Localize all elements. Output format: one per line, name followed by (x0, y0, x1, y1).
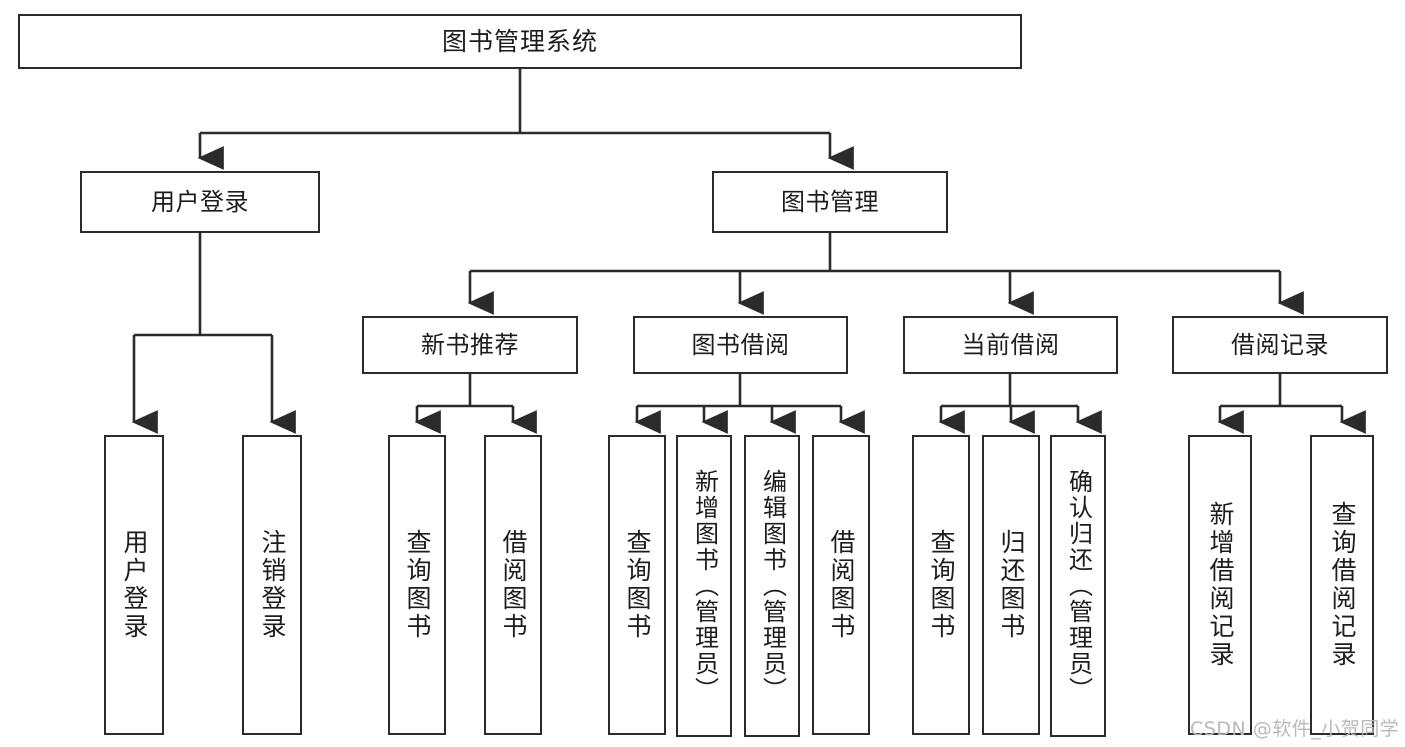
leaf-node[interactable]: 查询图书 (388, 435, 446, 735)
watermark-text: CSDN @软件_小贺同学 (1190, 718, 1400, 740)
node-root-system-label: 图书管理系统 (441, 27, 598, 56)
leaf-node-label: 注销登录 (258, 529, 287, 641)
leaf-node-label: 确认归还（管理员） (1064, 469, 1093, 703)
leaf-node-label: 借阅图书 (827, 529, 856, 641)
leaf-node[interactable]: 归还图书 (982, 435, 1040, 735)
node-user-login-label: 用户登录 (151, 188, 249, 216)
leaf-node[interactable]: 注销登录 (242, 435, 302, 735)
leaf-node-label: 新增图书（管理员） (690, 469, 719, 703)
leaf-node[interactable]: 查询借阅记录 (1310, 435, 1374, 735)
leaf-node[interactable]: 用户登录 (104, 435, 164, 735)
leaf-node-label: 借阅图书 (499, 529, 528, 641)
leaf-node-label: 查询图书 (623, 529, 652, 641)
node-user-login[interactable]: 用户登录 (80, 171, 320, 233)
leaf-node[interactable]: 编辑图书（管理员） (744, 435, 800, 737)
node-book-borrow[interactable]: 图书借阅 (633, 316, 848, 374)
leaf-node-label: 编辑图书（管理员） (758, 469, 787, 703)
node-current-borrow-label: 当前借阅 (961, 331, 1060, 359)
node-book-management[interactable]: 图书管理 (712, 171, 948, 233)
leaf-node-label: 查询借阅记录 (1328, 501, 1357, 669)
leaf-node-label: 归还图书 (997, 529, 1026, 641)
node-root-system[interactable]: 图书管理系统 (18, 14, 1022, 69)
leaf-node-label: 用户登录 (120, 529, 149, 641)
leaf-node[interactable]: 新增图书（管理员） (676, 435, 732, 737)
leaf-node[interactable]: 确认归还（管理员） (1050, 435, 1106, 737)
leaf-node-label: 新增借阅记录 (1206, 501, 1235, 669)
node-borrow-record-label: 借阅记录 (1231, 331, 1329, 359)
leaf-node-label: 查询图书 (927, 529, 956, 641)
node-book-management-label: 图书管理 (781, 188, 879, 216)
leaf-node[interactable]: 借阅图书 (812, 435, 870, 735)
node-current-borrow[interactable]: 当前借阅 (903, 316, 1118, 374)
leaf-node[interactable]: 借阅图书 (484, 435, 542, 735)
leaf-node-label: 查询图书 (403, 529, 432, 641)
leaf-node[interactable]: 新增借阅记录 (1188, 435, 1252, 735)
node-new-book-recommend[interactable]: 新书推荐 (362, 316, 578, 374)
node-new-book-recommend-label: 新书推荐 (421, 331, 519, 359)
node-book-borrow-label: 图书借阅 (691, 331, 790, 359)
node-borrow-record[interactable]: 借阅记录 (1172, 316, 1388, 374)
leaf-node[interactable]: 查询图书 (912, 435, 970, 735)
leaf-node[interactable]: 查询图书 (608, 435, 666, 735)
